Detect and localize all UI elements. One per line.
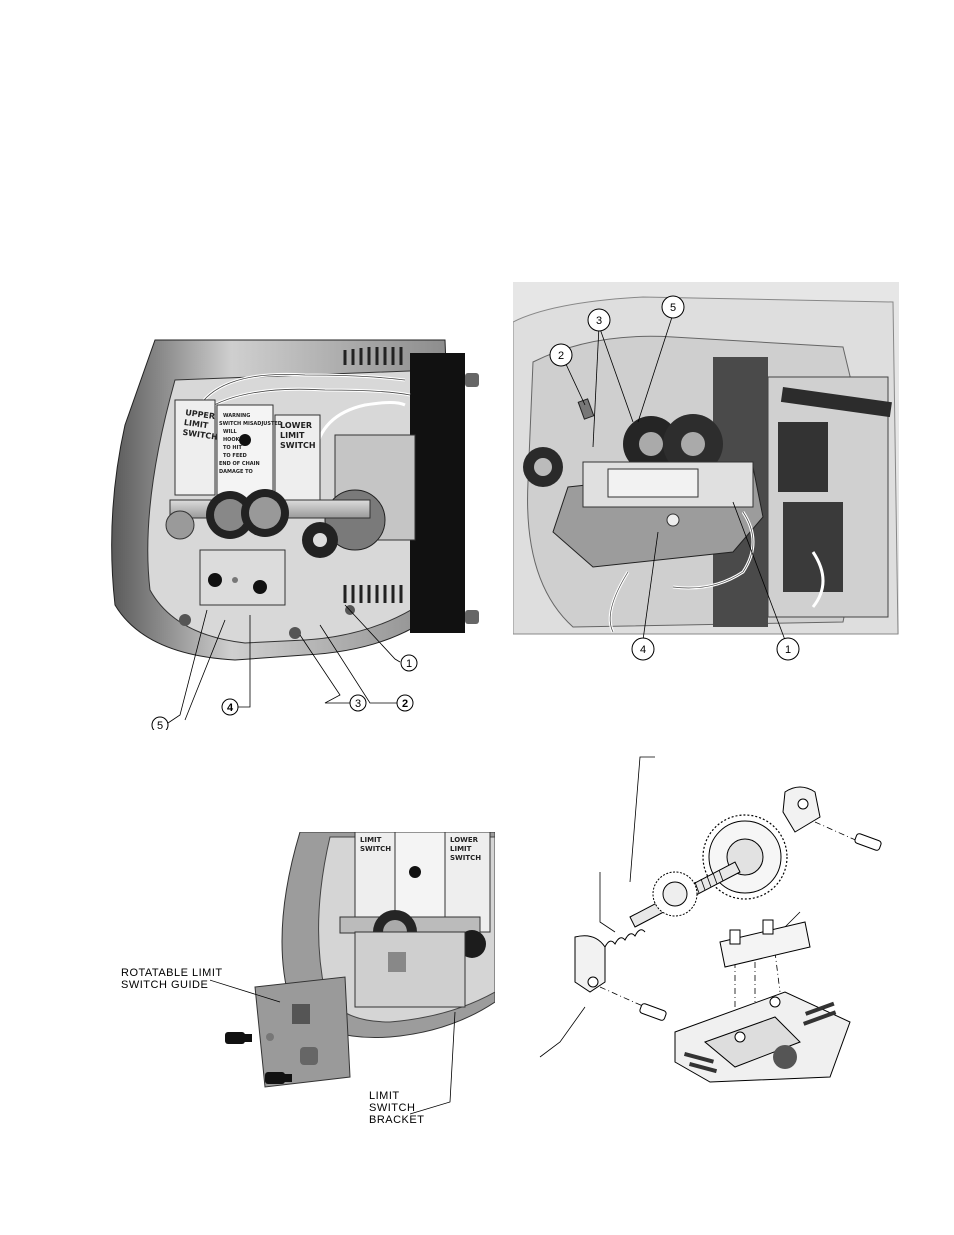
- lower-switch-label-2: LIMIT: [280, 431, 305, 440]
- fig3-lower-switch-label-3: SWITCH: [450, 854, 481, 862]
- svg-text:LIMIT SWITCH: LIMIT SWITCH: [360, 836, 391, 853]
- figure2-callout-layer: 2 3 5 4 1: [549, 295, 800, 661]
- svg-text:4: 4: [640, 644, 646, 656]
- svg-text:2: 2: [402, 698, 408, 710]
- figure-limit-switch-top: 2 3 5 4 1: [513, 282, 899, 662]
- callout-2: 2: [396, 694, 414, 712]
- callout-1: 1: [776, 637, 800, 661]
- label-guide-line-1: ROTATABLE LIMIT: [121, 967, 223, 979]
- label-limit-switch-bracket: LIMIT SWITCH BRACKET: [369, 1090, 424, 1126]
- callout-5: 5: [661, 295, 685, 319]
- callout-2: 2: [549, 343, 573, 367]
- svg-text:1: 1: [406, 658, 412, 670]
- label-bracket-line-1: LIMIT: [369, 1090, 400, 1102]
- fig3-upper-switch-label-2: SWITCH: [360, 845, 391, 853]
- lower-switch-label-3: SWITCH: [280, 441, 316, 450]
- warning-line-4: HOOK: [223, 437, 241, 443]
- svg-text:5: 5: [670, 302, 676, 314]
- warning-line-7: END OF CHAIN: [219, 461, 260, 467]
- label-rotatable-limit-switch-guide: ROTATABLE LIMIT SWITCH GUIDE: [121, 967, 223, 991]
- upper-switch-label-2: LIMIT: [183, 418, 209, 430]
- figure-exploded-view: [535, 752, 895, 1092]
- svg-text:3: 3: [596, 315, 602, 327]
- callout-3: 3: [349, 694, 367, 712]
- callout-4: 4: [631, 637, 655, 661]
- svg-text:5: 5: [157, 720, 163, 730]
- callout-1: 1: [400, 654, 418, 672]
- label-guide-line-2: SWITCH GUIDE: [121, 979, 209, 991]
- figure-rotatable-guide: LIMIT SWITCH LOWER LIMIT SWITCH: [210, 832, 495, 1127]
- fig3-lower-switch-label-1: LOWER: [450, 836, 479, 844]
- lower-switch-label-1: LOWER: [280, 421, 312, 430]
- warning-line-3: WILL: [223, 429, 238, 435]
- svg-text:3: 3: [355, 698, 361, 710]
- figure-rotatable-guide-drawing: LIMIT SWITCH LOWER LIMIT SWITCH: [210, 832, 495, 1115]
- warning-line-8: DAMAGE TO: [219, 469, 253, 475]
- svg-text:2: 2: [558, 350, 564, 362]
- figure1-callout-layer: 1 2 3 4 5: [151, 654, 418, 730]
- figure-limit-switch-top-drawing: [513, 282, 899, 641]
- svg-text:1: 1: [785, 644, 791, 656]
- callout-5: 5: [151, 716, 169, 730]
- svg-text:WARNING SWITCH MISADJUST: WARNING SWITCH MISADJUSTED WILL HOOK TO …: [219, 413, 284, 475]
- callout-4: 4: [221, 698, 239, 716]
- figure-exploded-view-drawing: [539, 756, 882, 1083]
- warning-line-6: TO FEED: [223, 453, 247, 459]
- svg-text:LOWER LIMIT SWITCH: LOWER LIMIT SWITCH: [450, 836, 481, 862]
- fig3-lower-switch-label-2: LIMIT: [450, 845, 472, 853]
- upper-switch-label-1: UPPER: [185, 408, 216, 421]
- warning-line-1: WARNING: [223, 413, 250, 419]
- callout-3: 3: [587, 308, 611, 332]
- figure-limit-switch-front: UPPER LIMIT SWITCH LOWER LIMIT SWITCH WA…: [105, 335, 490, 730]
- figure-limit-switch-front-drawing: UPPER LIMIT SWITCH LOWER LIMIT SWITCH WA…: [111, 339, 479, 724]
- label-bracket-line-2: SWITCH: [369, 1102, 416, 1114]
- fig3-upper-switch-label-1: LIMIT: [360, 836, 382, 844]
- label-bracket-line-3: BRACKET: [369, 1114, 425, 1126]
- svg-text:UPPER LIMIT SWITCH: UPPER LIMIT SWITCH: [182, 408, 221, 442]
- warning-line-5: TO HIT: [223, 445, 242, 451]
- warning-line-2: SWITCH MISADJUSTED: [219, 421, 282, 427]
- svg-text:LOWER LIMIT SWITCH: LOWER LIMIT SWITCH: [280, 421, 316, 450]
- svg-text:4: 4: [227, 702, 234, 714]
